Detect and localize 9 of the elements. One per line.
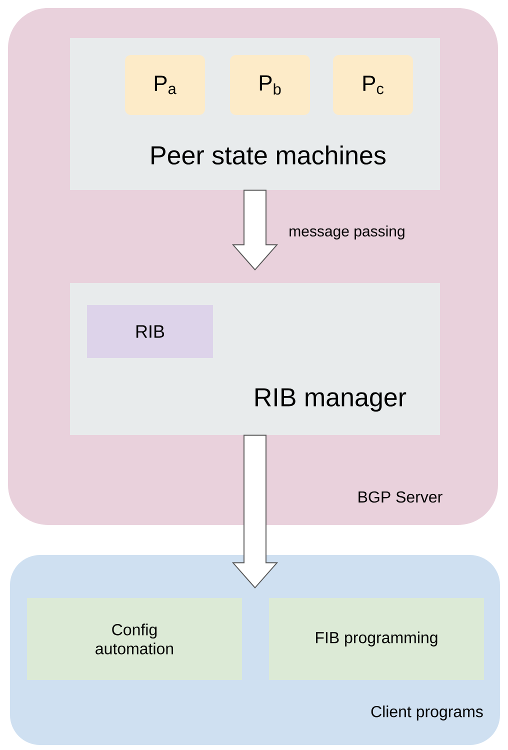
edge-label: message passing bbox=[288, 224, 406, 240]
peer-box: P$_{a}$ bbox=[125, 55, 205, 115]
program-box: FIB programming bbox=[269, 598, 484, 680]
table-box: RIB bbox=[87, 305, 213, 358]
block-arrow bbox=[232, 190, 278, 271]
peer-box: P$_{b}$ bbox=[230, 55, 310, 115]
program-box: Config automation bbox=[27, 598, 242, 680]
block-arrow bbox=[232, 434, 278, 589]
peer-box: P$_{c}$ bbox=[333, 55, 413, 115]
